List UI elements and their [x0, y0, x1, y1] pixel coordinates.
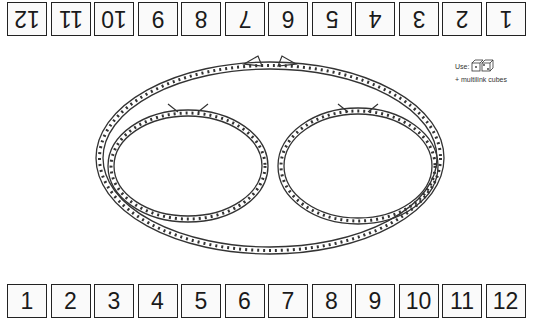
- card-number: 2: [64, 290, 77, 313]
- number-card: 10: [399, 284, 439, 318]
- number-card: 7: [225, 2, 265, 36]
- card-number: 6: [282, 8, 295, 31]
- card-number: 10: [406, 290, 432, 313]
- number-card: 11: [51, 2, 91, 36]
- number-card: 5: [312, 2, 352, 36]
- card-number: 11: [450, 290, 474, 313]
- materials-note: + multilink cubes: [455, 76, 507, 84]
- card-number: 11: [59, 8, 83, 31]
- card-number: 8: [325, 290, 338, 313]
- card-number: 4: [369, 8, 382, 31]
- number-card: 7: [268, 284, 308, 318]
- materials-note: Use:: [455, 63, 469, 71]
- number-card: 8: [312, 284, 352, 318]
- card-number: 1: [21, 290, 34, 313]
- number-card: 12: [486, 284, 526, 318]
- card-number: 8: [195, 8, 208, 31]
- number-card: 2: [51, 284, 91, 318]
- card-number: 5: [325, 8, 338, 31]
- number-card: 6: [268, 2, 308, 36]
- card-number: 2: [456, 8, 469, 31]
- card-number: 3: [412, 8, 425, 31]
- card-number: 5: [195, 290, 208, 313]
- number-card: 4: [355, 2, 395, 36]
- card-number: 10: [101, 8, 127, 31]
- number-card: 3: [399, 2, 439, 36]
- number-card: 4: [138, 284, 178, 318]
- number-card: 12: [7, 2, 47, 36]
- number-card: 9: [138, 2, 178, 36]
- number-card: 3: [94, 284, 134, 318]
- card-number: 1: [499, 8, 512, 31]
- number-card: 5: [181, 284, 221, 318]
- number-card: 10: [94, 2, 134, 36]
- number-card: 11: [442, 284, 482, 318]
- card-number: 7: [238, 8, 251, 31]
- card-number: 9: [369, 290, 382, 313]
- number-card: 1: [7, 284, 47, 318]
- number-card: 9: [355, 284, 395, 318]
- card-number: 12: [493, 290, 519, 313]
- card-number: 4: [151, 290, 164, 313]
- card-number: 3: [108, 290, 121, 313]
- card-number: 7: [282, 290, 295, 313]
- number-card: 1: [486, 2, 526, 36]
- number-card: 6: [225, 284, 265, 318]
- card-number: 9: [151, 8, 164, 31]
- card-number: 12: [14, 8, 40, 31]
- card-number: 6: [238, 290, 251, 313]
- number-card: 8: [181, 2, 221, 36]
- number-card: 2: [442, 2, 482, 36]
